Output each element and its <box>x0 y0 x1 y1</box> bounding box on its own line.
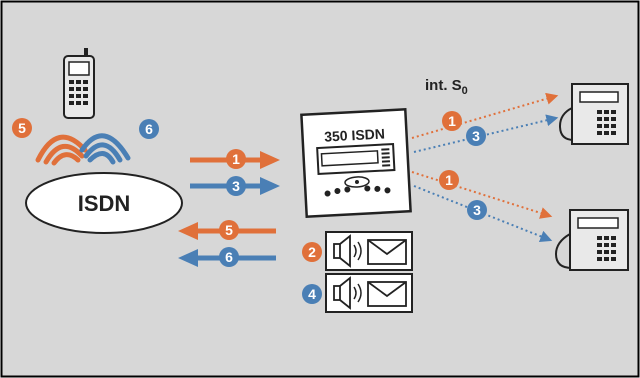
svg-text:2: 2 <box>308 244 316 260</box>
svg-text:3: 3 <box>473 202 481 218</box>
wireless-waves-icon <box>35 133 131 166</box>
device-label: 350 ISDN <box>324 125 385 144</box>
dotted-arrow-top-blue: 3 <box>413 114 559 153</box>
speaker-icon <box>333 276 362 310</box>
svg-text:1: 1 <box>445 172 453 188</box>
bus-label: int. S0 <box>425 77 468 97</box>
desk-phone-icon <box>558 83 629 145</box>
svg-text:3: 3 <box>472 128 480 144</box>
speaker-icon <box>333 234 362 268</box>
isdn-device: 350 ISDN <box>300 108 412 218</box>
arrow-in-orange: 1 <box>190 149 280 169</box>
arrow-in-blue: 3 <box>190 176 280 196</box>
envelope-icon <box>367 281 407 307</box>
isdn-network-ellipse: ISDN <box>25 172 183 234</box>
mobile-phone-icon <box>63 48 95 119</box>
dotted-arrow-bottom-blue: 3 <box>413 185 553 243</box>
arrow-out-orange: 5 <box>178 220 276 240</box>
svg-text:6: 6 <box>145 121 153 137</box>
svg-text:1: 1 <box>448 113 456 129</box>
network-label: ISDN <box>78 191 131 216</box>
message-box-blue: 4 <box>302 273 413 313</box>
message-box-orange: 2 <box>302 231 413 271</box>
svg-text:5: 5 <box>225 222 233 238</box>
svg-text:1: 1 <box>232 151 240 167</box>
svg-text:5: 5 <box>18 120 26 136</box>
dotted-arrow-bottom-orange: 1 <box>411 170 553 219</box>
arrow-out-blue: 6 <box>178 247 276 267</box>
envelope-icon <box>367 239 407 265</box>
svg-text:6: 6 <box>225 249 233 265</box>
dotted-arrow-top-orange: 1 <box>411 92 559 139</box>
svg-text:3: 3 <box>232 178 240 194</box>
svg-text:4: 4 <box>308 286 316 302</box>
badge-wave-blue: 6 <box>139 119 159 139</box>
badge-wave-orange: 5 <box>12 118 32 138</box>
desk-phone-icon <box>554 209 629 271</box>
